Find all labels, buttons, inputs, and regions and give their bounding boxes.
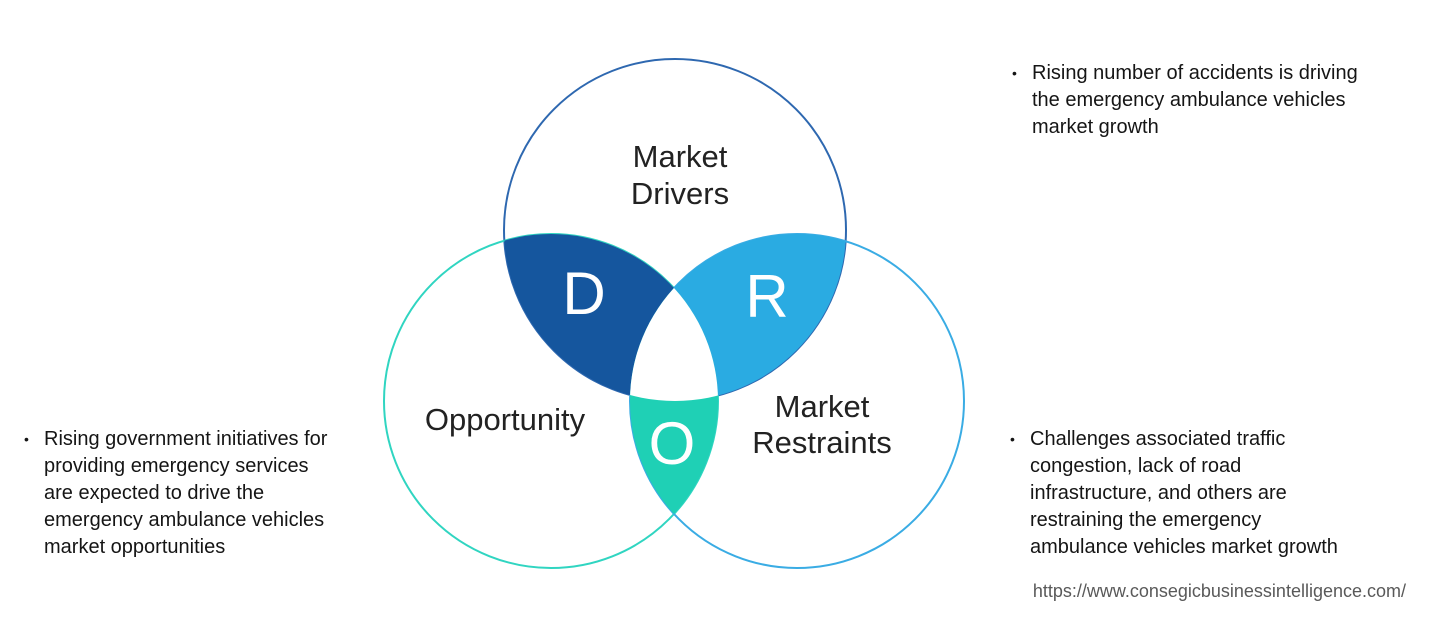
text-line: ambulance vehicles market growth <box>1030 536 1338 558</box>
text-line: Challenges associated traffic <box>1030 428 1286 450</box>
bullet-marker: • <box>1010 431 1015 447</box>
text-line: the emergency ambulance vehicles <box>1032 89 1346 111</box>
text-line: Rising government initiatives for <box>44 428 328 450</box>
opportunity-letter: O <box>649 410 696 477</box>
text-line: congestion, lack of road <box>1030 455 1242 477</box>
text-line: infrastructure, and others are <box>1030 482 1287 504</box>
text-line: Rising number of accidents is driving <box>1032 62 1358 84</box>
bullet-opportunity-text: Rising government initiatives for provid… <box>44 426 327 561</box>
text-line: restraining the emergency <box>1030 509 1262 531</box>
bullet-marker: • <box>1012 65 1017 81</box>
restraints-letter: R <box>745 263 788 330</box>
bullet-restraints-text: Challenges associated traffic congestion… <box>1030 426 1338 561</box>
restraints-label-line1: Market <box>775 389 870 424</box>
drivers-label-line1: Market <box>633 139 728 174</box>
restraints-label-line2: Restraints <box>752 425 892 460</box>
drivers-restraints-lens <box>630 234 846 401</box>
text-line: market growth <box>1032 116 1159 138</box>
drivers-letter: D <box>562 260 605 327</box>
drivers-label-line2: Drivers <box>631 176 729 211</box>
text-line: emergency ambulance vehicles <box>44 509 325 531</box>
bullet-restraints-note: • Challenges associated traffic congesti… <box>1010 426 1430 561</box>
bullet-opportunity-note: • Rising government initiatives for prov… <box>24 426 404 561</box>
bullet-drivers-note: • Rising number of accidents is driving … <box>1012 60 1432 141</box>
source-url: https://www.consegicbusinessintelligence… <box>1032 581 1406 601</box>
bullet-marker: • <box>24 431 29 447</box>
text-line: market opportunities <box>44 536 226 558</box>
text-line: are expected to drive the <box>44 482 265 504</box>
bullet-drivers-text: Rising number of accidents is driving th… <box>1032 60 1358 141</box>
text-line: providing emergency services <box>44 455 309 477</box>
opportunity-label: Opportunity <box>425 402 586 437</box>
drivers-opportunity-lens <box>504 234 718 401</box>
